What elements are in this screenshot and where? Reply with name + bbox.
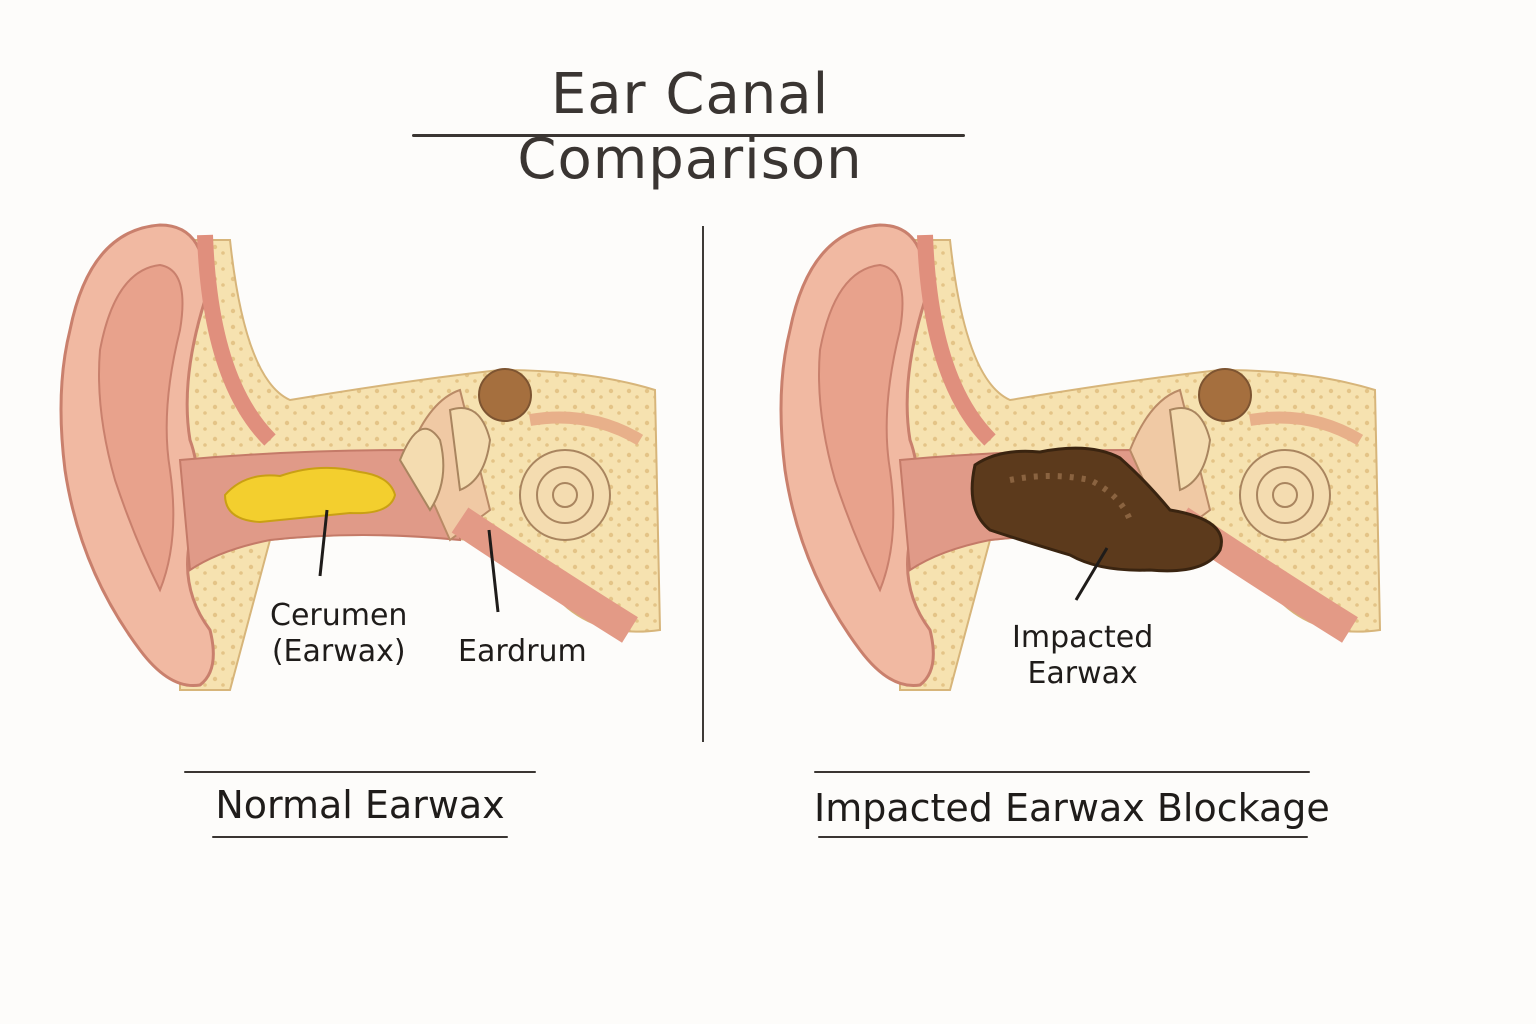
eardrum-label: Eardrum — [458, 634, 587, 669]
normal-caption-bottom-rule — [212, 836, 508, 838]
title-underline — [412, 134, 965, 137]
impacted-caption-bottom-rule — [818, 836, 1308, 838]
impacted-label-line1: Impacted — [1012, 620, 1154, 655]
normal-earwax-caption: Normal Earwax — [215, 783, 505, 827]
cerumen-label: Cerumen (Earwax) — [270, 598, 407, 670]
panel-divider — [702, 226, 704, 742]
cerumen-label-line1: Cerumen — [270, 598, 408, 633]
normal-ear-illustration: Cerumen (Earwax) Eardrum — [30, 210, 670, 710]
cerumen-label-line2: (Earwax) — [271, 634, 406, 669]
impacted-earwax-caption: Impacted Earwax Blockage — [814, 786, 1330, 830]
normal-earwax-blob — [223, 466, 397, 524]
page-title: Ear Canal Comparison — [517, 62, 863, 192]
impacted-earwax-label: Impacted Earwax — [1012, 620, 1153, 692]
impacted-caption-top-rule — [814, 771, 1310, 773]
impacted-label-line2: Earwax — [1027, 656, 1138, 691]
impacted-ear-illustration: Impacted Earwax — [750, 210, 1390, 710]
normal-caption-top-rule — [184, 771, 536, 773]
